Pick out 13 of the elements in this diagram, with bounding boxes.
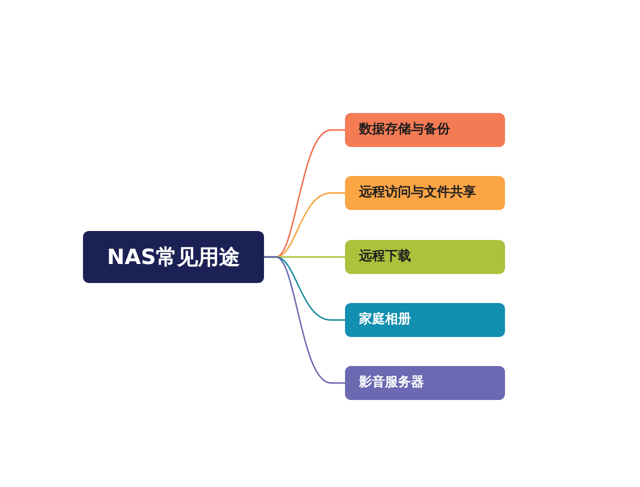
topic-label: 数据存储与备份 [359, 122, 450, 138]
topic-label: 影音服务器 [359, 374, 424, 392]
branch-topic-box [345, 366, 505, 400]
topic-label: NAS常见用途 [107, 244, 240, 270]
branch-topic-box [345, 113, 505, 147]
root-topic-box [83, 231, 264, 283]
branch-topic-box [345, 176, 505, 210]
branch-topic-box [345, 240, 505, 274]
topic-label: 远程访问与文件共享 [359, 184, 476, 202]
branch-topic-box [345, 303, 505, 337]
topic-label: 远程下载 [359, 248, 411, 266]
topic-label: 家庭相册 [359, 312, 411, 328]
connector-line [264, 256, 345, 384]
